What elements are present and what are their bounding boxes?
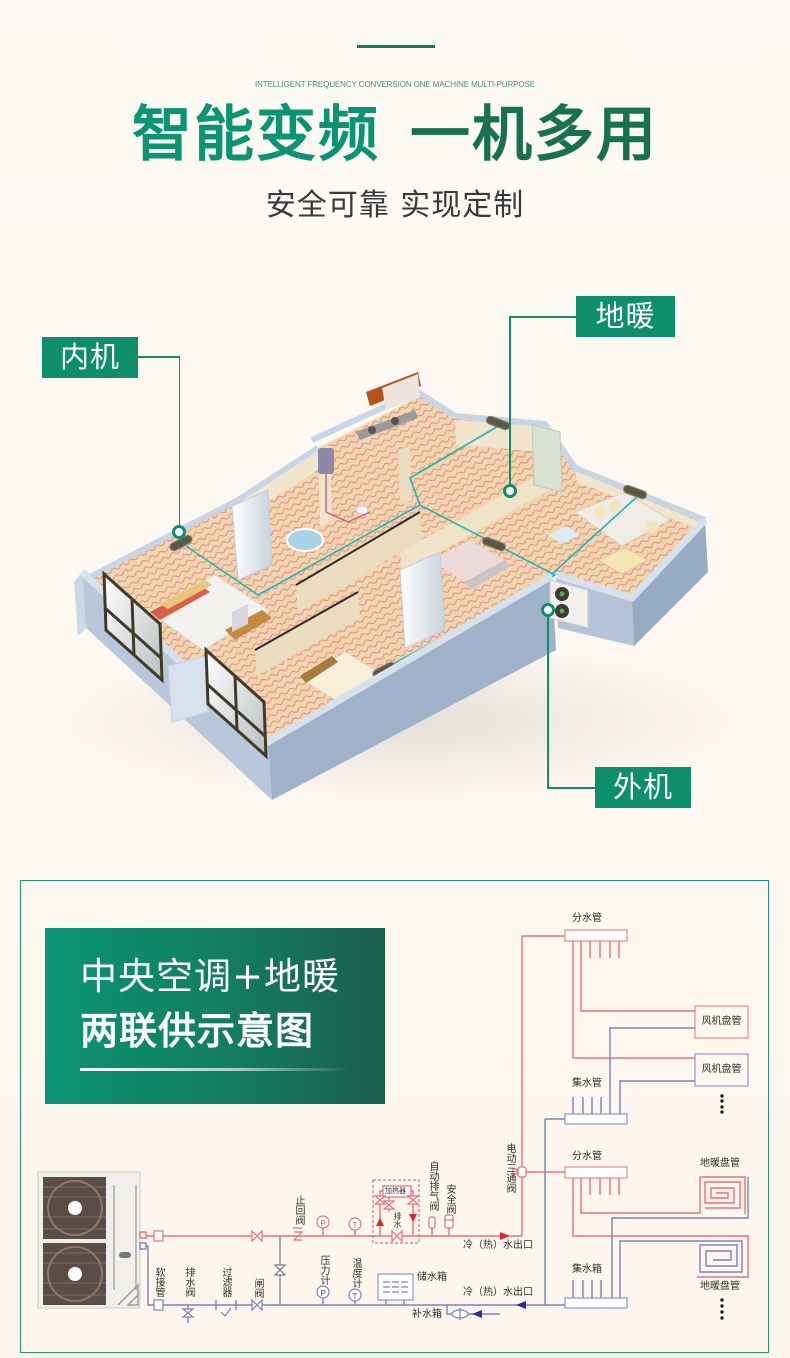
label-floor-coil-1: 地暖盘管 [700,1158,740,1169]
label-filter: 过滤器 [220,1267,231,1297]
callout-line [509,316,576,318]
label-gate-valve: 闸阀 [252,1278,263,1298]
house-illustration [60,372,740,800]
label-floor-coil-2: 地暖盘管 [700,1281,740,1292]
label-supply-manifold-top: 分水管 [572,913,602,924]
wardrobe-1 [231,489,273,581]
sofa [573,491,671,547]
hot-water-pipe [325,474,371,523]
left-end-wall [74,572,86,636]
label-storage-tank: 储水箱 [417,1272,447,1283]
header-divider [357,45,435,48]
return-manifold-top [564,1113,628,1125]
coffee-table [596,547,650,575]
page-title: 智能变频一机多用 [0,100,790,170]
valve-icons-return [153,1285,469,1320]
toilet [355,505,369,515]
more-floor-coils-dots [720,1298,724,1320]
heater-down-arrow-icon [409,1214,417,1222]
return-pipes [139,1027,749,1323]
label-heater: 加热器 [385,1187,406,1195]
makeup-arrow-icon [472,1310,482,1318]
thermometer-supply-letter: T [353,1221,358,1230]
schematic-frame [20,880,769,1353]
callout-line [509,316,511,486]
bathtub [286,528,324,552]
title-left: 智能变频 [132,100,380,170]
bypass-valve-icon [273,1264,287,1276]
pressure-gauge-supply-letter: P [320,1219,325,1228]
schematic-title-underline [80,1068,350,1071]
return-box-bottom [564,1297,628,1309]
fan-coil-box-1 [694,1005,749,1039]
label-return-manifold-top: 集水管 [572,1078,602,1089]
label-supply-manifold-bottom: 分水管 [572,1151,602,1162]
schematic-title-line2: 两联供示意图 [80,1009,315,1053]
label-fan-coil-2: 风机盘管 [701,1064,742,1075]
check-valve-icon [292,1227,304,1241]
english-tagline: INTELLIGENT FREQUENCY CONVERSION ONE MAC… [254,80,536,89]
label-makeup-tank: 补水箱 [412,1309,442,1320]
fan-coil-box-2 [694,1053,749,1087]
title-right: 一机多用 [410,100,658,170]
return-arrow-icon [516,1301,526,1309]
pressure-gauge-return-letter: P [320,1289,325,1298]
main-front-wall [268,576,556,800]
label-outlet-top: 冷（热）水出口 [463,1240,533,1251]
right-wing-side-wall [632,520,708,646]
supply-arrow-icon [500,1232,510,1240]
callout-dot-indoor [172,525,186,539]
armchair [548,526,580,544]
label-three-way-valve: 电动三通阀 [504,1143,515,1193]
label-drain-valve: 排水阀 [183,1267,194,1297]
tv-cabinet [225,610,272,640]
heater-box [382,1185,412,1198]
label-check-valve: 止回阀 [293,1195,304,1225]
windows [102,570,268,760]
callout-floor-heating: 地暖 [576,296,675,337]
outdoor-unit-in-house [549,579,589,629]
heater-up-arrow-icon [376,1218,384,1226]
valve-icons-supply [153,1166,527,1243]
balcony-niche [167,655,209,723]
schematic-title-line1: 中央空调+地暖 [80,955,341,998]
label-flex-joint: 软接管 [153,1267,164,1297]
callout-line [547,614,549,788]
door [531,424,563,493]
more-fan-coils-dots [720,1094,724,1114]
callout-dot-floor-heating [503,484,517,498]
water-heater [318,448,334,474]
bed-2 [430,540,505,582]
supply-manifold-bottom [564,1166,628,1179]
thermometer-return-letter: T [353,1292,358,1301]
heater-dashed-box [372,1179,420,1244]
callout-dot-outdoor [541,603,555,617]
label-safety-valve: 安全阀 [444,1184,455,1214]
piping-schematic: P T P T [37,929,749,1323]
filter-icon [220,1307,232,1317]
callout-outdoor-unit: 外机 [595,767,691,808]
supply-manifold-top [564,929,628,942]
label-pressure-gauge: 压力计 [318,1255,329,1285]
callout-line [547,787,595,789]
label-drain: 排水 [393,1212,402,1228]
label-return-box-bottom: 集水箱 [572,1264,602,1275]
callout-line [138,356,180,358]
label-auto-air-vent: 自动排气阀 [427,1161,438,1211]
outdoor-unit-drawing [37,1171,141,1309]
label-outlet-bottom: 冷（热）水出口 [463,1287,533,1298]
label-thermometer: 温度计 [350,1258,361,1288]
wardrobe-2 [399,551,446,649]
supply-pipes [139,935,749,1278]
label-fan-coil-1: 风机盘管 [701,1016,742,1027]
callout-indoor-unit: 内机 [42,337,138,378]
page-subtitle: 安全可靠 实现定制 [265,188,525,223]
schematic-title-panel [45,928,385,1104]
kitchen-cabinet [356,372,421,440]
callout-line [178,356,180,528]
storage-tank-lines [383,1281,408,1293]
